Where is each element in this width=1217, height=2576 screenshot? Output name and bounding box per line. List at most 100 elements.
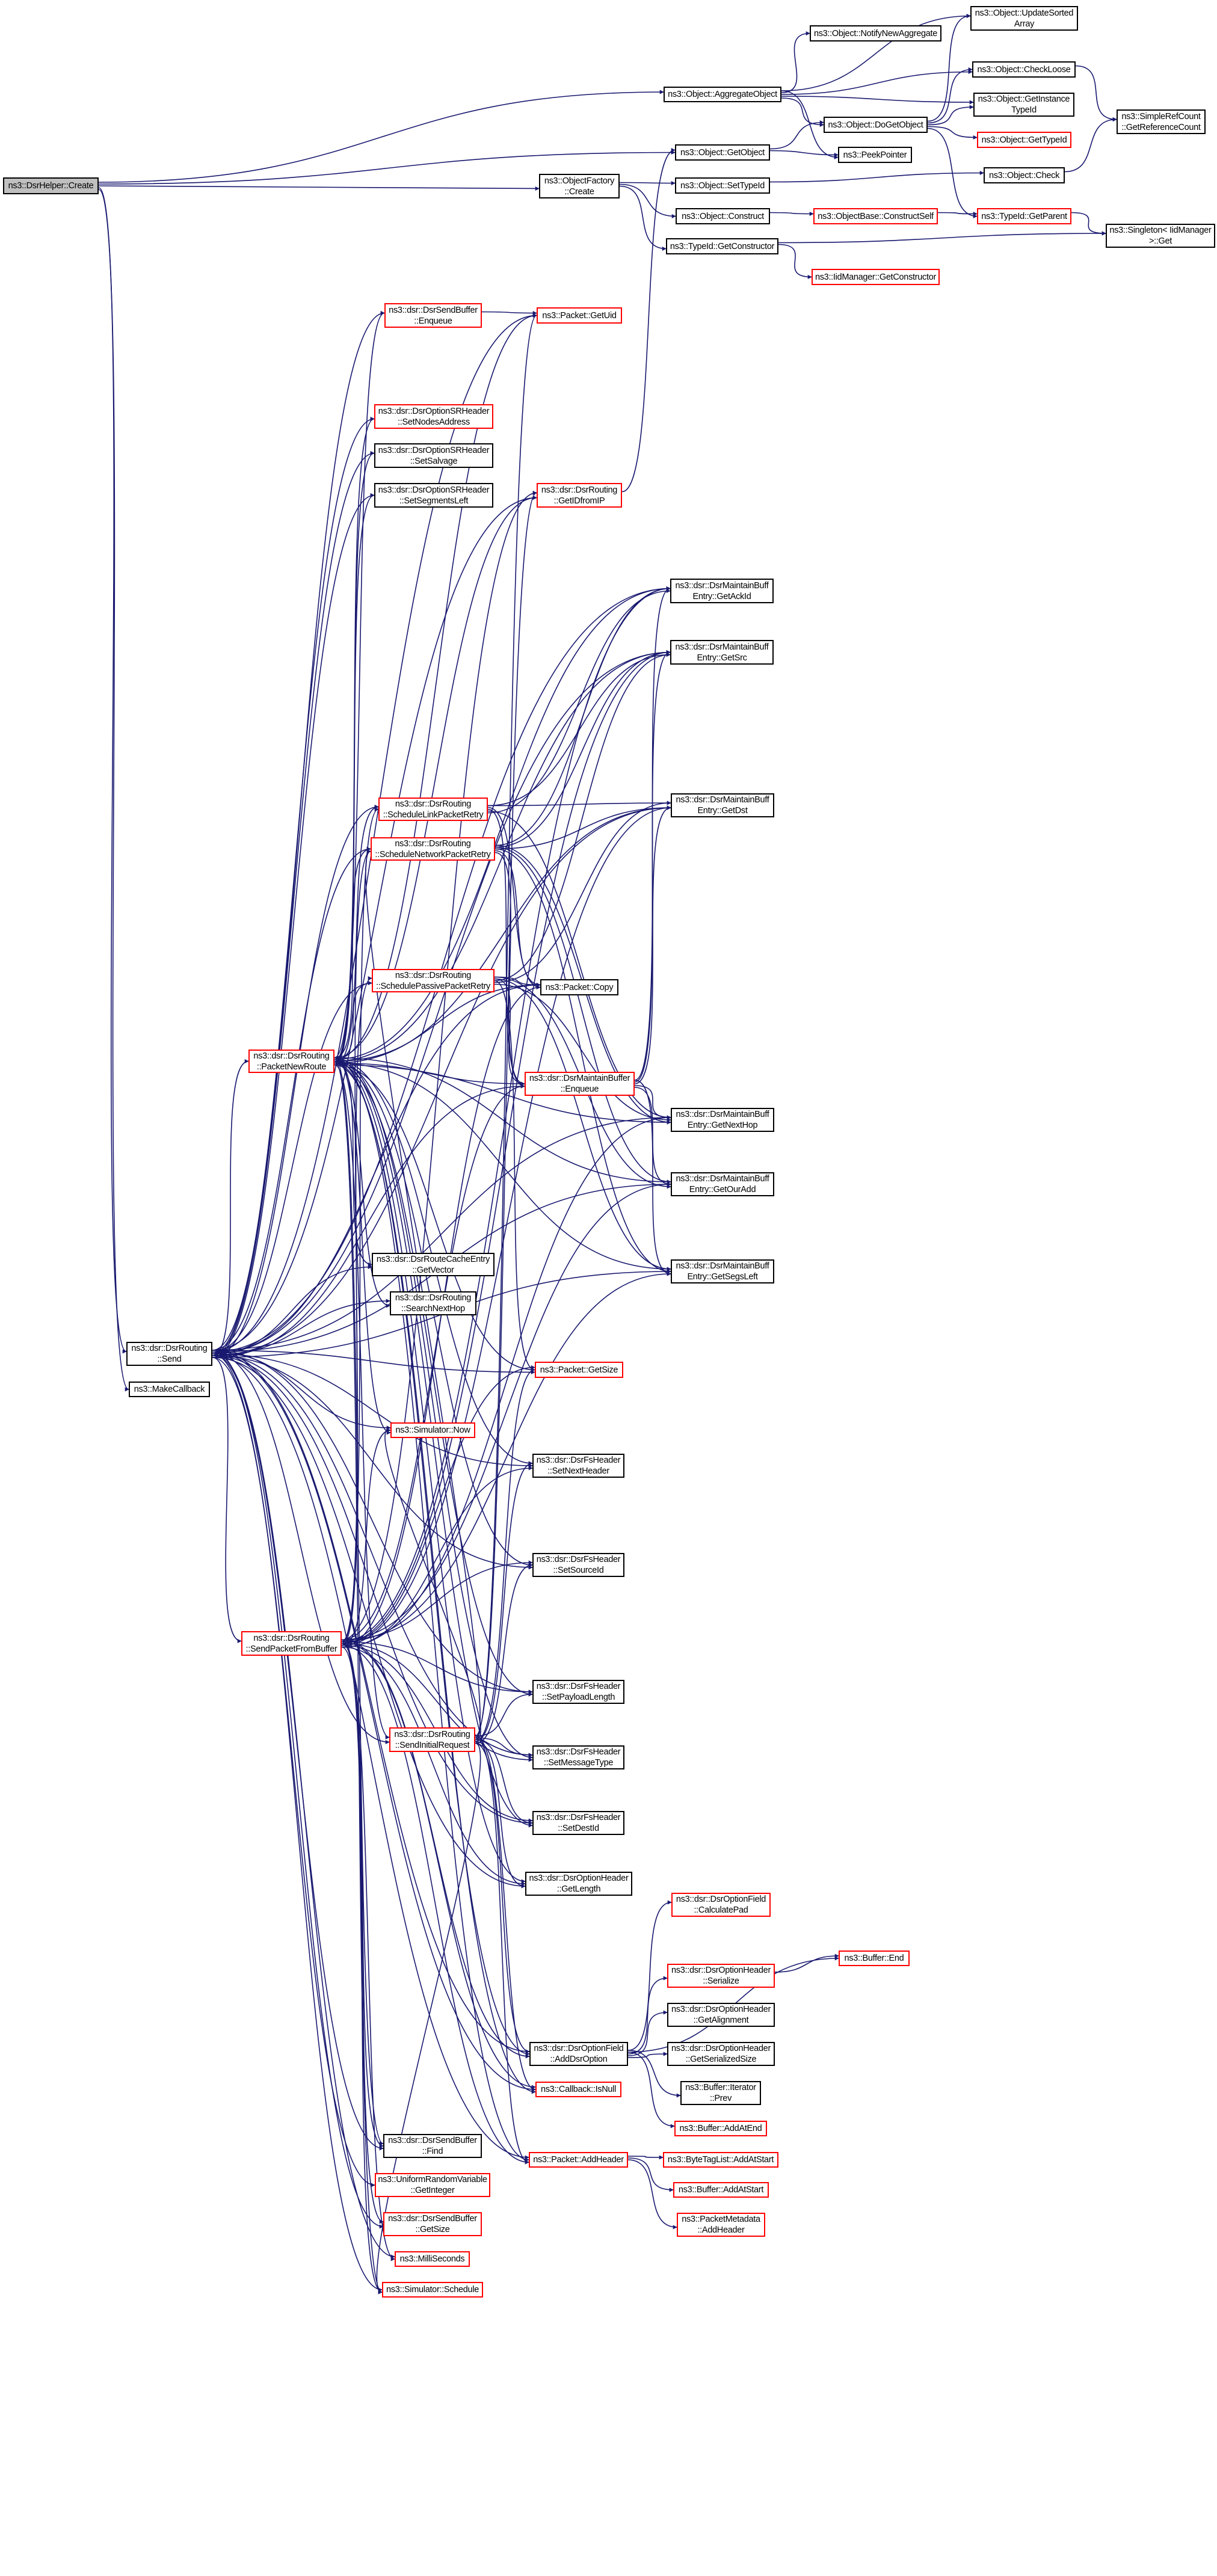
graph-node-peek[interactable]: ns3::PeekPointer xyxy=(838,147,912,163)
graph-node-millis[interactable]: ns3::MilliSeconds xyxy=(395,2251,470,2267)
graph-node-schedlink[interactable]: ns3::dsr::DsrRouting::ScheduleLinkPacket… xyxy=(378,798,488,821)
node-label-line: ::CalculatePad xyxy=(694,1905,748,1915)
graph-node-refcount[interactable]: ns3::SimpleRefCount::GetReferenceCount xyxy=(1117,109,1206,134)
node-label-line: ns3::Object::GetObject xyxy=(680,147,765,158)
call-edge-newroute-to-getlength xyxy=(334,1060,526,1884)
graph-node-sendfrombuf[interactable]: ns3::dsr::DsrRouting::SendPacketFromBuff… xyxy=(241,1631,342,1656)
call-edge-send-to-setsrcid xyxy=(212,1355,533,1570)
graph-node-getsize[interactable]: ns3::Packet::GetSize xyxy=(535,1362,623,1378)
graph-node-setsalvage[interactable]: ns3::dsr::DsrOptionSRHeader::SetSalvage xyxy=(374,443,493,468)
graph-node-getparent[interactable]: ns3::TypeId::GetParent xyxy=(977,208,1071,224)
graph-node-serialize[interactable]: ns3::dsr::DsrOptionHeader::Serialize xyxy=(667,1964,775,1988)
graph-node-checkloose[interactable]: ns3::Object::CheckLoose xyxy=(972,61,1076,78)
graph-node-bytetag[interactable]: ns3::ByteTagList::AddAtStart xyxy=(663,2152,778,2168)
call-edge-sendfrombuf-to-now xyxy=(341,1428,391,1646)
graph-node-pmaddheader[interactable]: ns3::PacketMetadata::AddHeader xyxy=(677,2213,765,2237)
graph-node-getlength[interactable]: ns3::dsr::DsrOptionHeader::GetLength xyxy=(525,1872,632,1896)
graph-node-bufaddstart[interactable]: ns3::Buffer::AddAtStart xyxy=(673,2182,769,2198)
graph-node-singleton[interactable]: ns3::Singleton< IidManager>::Get xyxy=(1106,224,1215,248)
call-edge-schednet-to-getoutadd xyxy=(495,846,671,1184)
graph-node-settypeid[interactable]: ns3::Object::SetTypeId xyxy=(675,177,770,194)
node-label-line: Entry::GetAckId xyxy=(692,591,751,601)
call-edge-aggregate-to-notify xyxy=(781,31,810,93)
call-edge-send-to-sbgetsize xyxy=(212,1350,384,2229)
node-label-line: ::Enqueue xyxy=(414,316,452,326)
graph-node-helper[interactable]: ns3::DsrHelper::Create xyxy=(3,177,99,194)
graph-node-sbgetsize[interactable]: ns3::dsr::DsrSendBuffer::GetSize xyxy=(383,2212,482,2236)
graph-node-copy[interactable]: ns3::Packet::Copy xyxy=(540,979,618,995)
graph-node-factory[interactable]: ns3::ObjectFactory::Create xyxy=(539,174,620,198)
call-edge-mbenqueue-to-getnexthop xyxy=(634,1085,671,1120)
graph-node-makecb[interactable]: ns3::MakeCallback xyxy=(129,1382,210,1397)
node-label-line: ns3::dsr::DsrFsHeader xyxy=(536,1747,621,1757)
call-edge-send-to-copy xyxy=(212,983,541,1354)
node-label-line: ns3::PacketMetadata xyxy=(682,2215,760,2224)
graph-node-schedule[interactable]: ns3::Simulator::Schedule xyxy=(382,2282,483,2298)
graph-node-getctor[interactable]: ns3::TypeId::GetConstructor xyxy=(666,238,778,254)
graph-node-getuid[interactable]: ns3::Packet::GetUid xyxy=(537,307,622,324)
call-edge-adddsropt-to-getsersize xyxy=(627,2052,668,2058)
graph-node-construct[interactable]: ns3::Object::Construct xyxy=(676,208,770,224)
graph-node-getsersize[interactable]: ns3::dsr::DsrOptionHeader::GetSerialized… xyxy=(667,2042,775,2066)
graph-node-adddsropt[interactable]: ns3::dsr::DsrOptionField::AddDsrOption xyxy=(529,2042,628,2066)
graph-node-searchnext[interactable]: ns3::dsr::DsrRouting::SearchNextHop xyxy=(390,1291,476,1315)
node-label-line: ns3::dsr::DsrMaintainBuff xyxy=(676,1110,769,1119)
graph-node-dogetobj[interactable]: ns3::Object::DoGetObject xyxy=(824,117,928,133)
graph-node-find[interactable]: ns3::dsr::DsrSendBuffer::Find xyxy=(383,2134,482,2158)
call-edge-adddsropt-to-getalign xyxy=(627,2010,668,2056)
graph-node-constructself[interactable]: ns3::ObjectBase::ConstructSelf xyxy=(813,208,938,224)
graph-node-setmsgtype[interactable]: ns3::dsr::DsrFsHeader::SetMessageType xyxy=(532,1745,624,1769)
call-edge-newroute-to-isnull xyxy=(334,1064,536,2094)
graph-node-sbenqueue[interactable]: ns3::dsr::DsrSendBuffer::Enqueue xyxy=(384,303,482,328)
call-edge-sendfrombuf-to-millis xyxy=(341,1639,395,2261)
node-label-line: ::ScheduleLinkPacketRetry xyxy=(383,810,484,820)
node-label-line: ns3::ByteTagList::AddAtStart xyxy=(667,2155,774,2165)
graph-node-schednet[interactable]: ns3::dsr::DsrRouting::ScheduleNetworkPac… xyxy=(371,837,495,861)
graph-node-newroute[interactable]: ns3::dsr::DsrRouting::PacketNewRoute xyxy=(248,1050,334,1073)
call-edge-check-to-refcount xyxy=(1064,117,1117,173)
graph-node-isnull[interactable]: ns3::Callback::IsNull xyxy=(535,2082,621,2097)
graph-node-setpayload[interactable]: ns3::dsr::DsrFsHeader::SetPayloadLength xyxy=(532,1680,624,1704)
graph-node-sendinit[interactable]: ns3::dsr::DsrRouting::SendInitialRequest xyxy=(389,1727,475,1752)
graph-node-gettypeid[interactable]: ns3::Object::GetTypeId xyxy=(977,132,1071,148)
graph-node-mbenqueue[interactable]: ns3::dsr::DsrMaintainBuffer::Enqueue xyxy=(525,1072,635,1096)
graph-node-send[interactable]: ns3::dsr::DsrRouting::Send xyxy=(126,1342,212,1366)
graph-node-schedpass[interactable]: ns3::dsr::DsrRouting::SchedulePassivePac… xyxy=(372,969,495,992)
graph-node-getidfromip[interactable]: ns3::dsr::DsrRouting::GetIDfromIP xyxy=(537,483,622,508)
node-label-line: ns3::dsr::DsrRouting xyxy=(395,838,471,849)
node-label-line: ::GetSize xyxy=(415,2225,450,2234)
graph-node-check[interactable]: ns3::Object::Check xyxy=(984,167,1065,183)
graph-node-now[interactable]: ns3::Simulator::Now xyxy=(390,1422,475,1438)
graph-node-aggregate[interactable]: ns3::Object::AggregateObject xyxy=(664,87,781,102)
graph-node-notify[interactable]: ns3::Object::NotifyNewAggregate xyxy=(810,25,941,41)
graph-node-setdestid[interactable]: ns3::dsr::DsrFsHeader::SetDestId xyxy=(532,1811,624,1835)
graph-node-setsegs[interactable]: ns3::dsr::DsrOptionSRHeader::SetSegments… xyxy=(374,483,493,508)
graph-node-iterprev[interactable]: ns3::Buffer::Iterator::Prev xyxy=(680,2081,761,2105)
node-label-line: ns3::dsr::DsrMaintainBuff xyxy=(675,642,769,652)
graph-node-addatend[interactable]: ns3::Buffer::AddAtEnd xyxy=(674,2121,767,2136)
graph-node-calcpad[interactable]: ns3::dsr::DsrOptionField::CalculatePad xyxy=(671,1893,771,1917)
graph-node-iidctor[interactable]: ns3::IidManager::GetConstructor xyxy=(812,269,940,285)
graph-node-bufend[interactable]: ns3::Buffer::End xyxy=(839,1950,910,1966)
graph-node-getvector[interactable]: ns3::dsr::DsrRouteCacheEntry::GetVector xyxy=(372,1253,495,1276)
graph-node-getinteger[interactable]: ns3::UniformRandomVariable::GetInteger xyxy=(375,2173,490,2197)
graph-node-setnexthdr[interactable]: ns3::dsr::DsrFsHeader::SetNextHeader xyxy=(532,1454,624,1478)
call-edge-adddsropt-to-serialize xyxy=(627,1976,668,2055)
graph-node-setnodes[interactable]: ns3::dsr::DsrOptionSRHeader::SetNodesAdd… xyxy=(374,404,493,429)
node-label-line: ns3::dsr::DsrMaintainBuff xyxy=(675,580,769,591)
call-edge-newroute-to-find xyxy=(334,1057,384,2146)
graph-node-setsrcid[interactable]: ns3::dsr::DsrFsHeader::SetSourceId xyxy=(532,1553,624,1577)
node-label-line: Entry::GetOurAdd xyxy=(689,1185,756,1194)
graph-node-getalign[interactable]: ns3::dsr::DsrOptionHeader::GetAlignment xyxy=(667,2003,775,2027)
graph-node-getobject[interactable]: ns3::Object::GetObject xyxy=(675,144,770,161)
graph-node-addheader[interactable]: ns3::Packet::AddHeader xyxy=(529,2152,628,2168)
node-label-line: ns3::Buffer::AddAtStart xyxy=(678,2185,764,2195)
